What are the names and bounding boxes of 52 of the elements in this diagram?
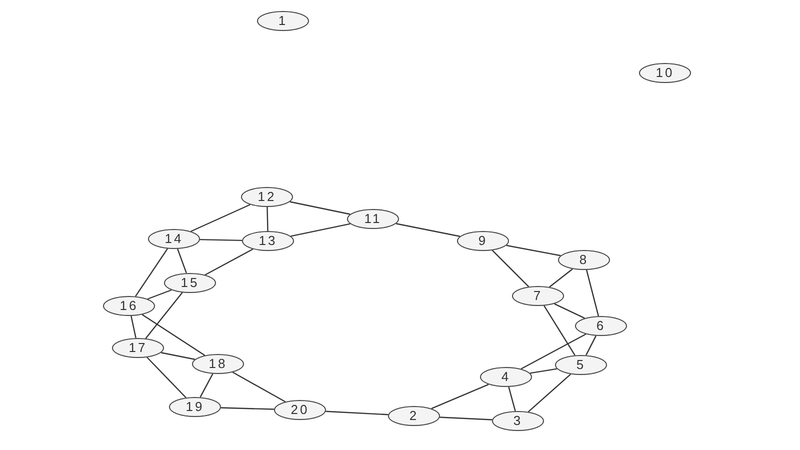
node-ellipse: 13	[242, 231, 294, 251]
node-ellipse: 6	[575, 316, 627, 336]
node-ellipse: 11	[347, 209, 399, 229]
edge-line	[190, 204, 250, 232]
node-ellipse: 20	[274, 400, 326, 420]
node-ellipse: 12	[241, 187, 293, 207]
edge-line	[554, 303, 585, 319]
edge-line	[204, 248, 254, 276]
edge-line	[528, 374, 572, 412]
edge-line	[266, 206, 268, 232]
edge-line	[130, 316, 136, 338]
node-ellipse: 3	[492, 411, 544, 431]
edge-line	[146, 356, 186, 398]
edge-line	[220, 407, 274, 410]
edge-line	[177, 248, 187, 274]
edge-line	[145, 292, 183, 339]
node-ellipse: 15	[164, 273, 216, 293]
edge-line	[544, 305, 576, 356]
node-ellipse: 16	[103, 296, 155, 316]
edge-line	[160, 352, 196, 360]
node-ellipse: 19	[169, 397, 221, 417]
edge-line	[492, 250, 530, 288]
edge-line	[431, 384, 489, 410]
node-ellipse: 8	[558, 250, 610, 270]
edge-line	[506, 244, 561, 256]
edge-line	[520, 334, 586, 370]
edge-line	[396, 223, 460, 237]
edge-line	[586, 336, 596, 356]
edge-line	[530, 368, 558, 374]
node-ellipse: 1	[257, 11, 309, 31]
node-ellipse: 7	[512, 286, 564, 306]
edge-line	[508, 386, 516, 412]
edge-line	[147, 289, 172, 300]
edge-line	[200, 238, 242, 242]
edge-line	[549, 268, 573, 288]
node-ellipse: 17	[112, 338, 164, 358]
node-ellipse: 4	[480, 367, 532, 387]
node-ellipse: 2	[388, 406, 440, 426]
edge-line	[200, 374, 214, 398]
node-ellipse: 18	[192, 354, 244, 374]
node-ellipse: 14	[148, 229, 200, 249]
edge-line	[290, 223, 350, 237]
edge-line	[135, 248, 168, 297]
node-ellipse: 5	[555, 355, 607, 375]
node-ellipse: 9	[457, 231, 509, 251]
node-ellipse: 10	[639, 63, 691, 83]
edge-line	[290, 201, 350, 215]
edge-line	[232, 372, 286, 402]
edge-line	[142, 314, 206, 356]
edge-line	[440, 416, 492, 420]
edge-line	[326, 410, 388, 416]
edge-line	[586, 270, 600, 316]
